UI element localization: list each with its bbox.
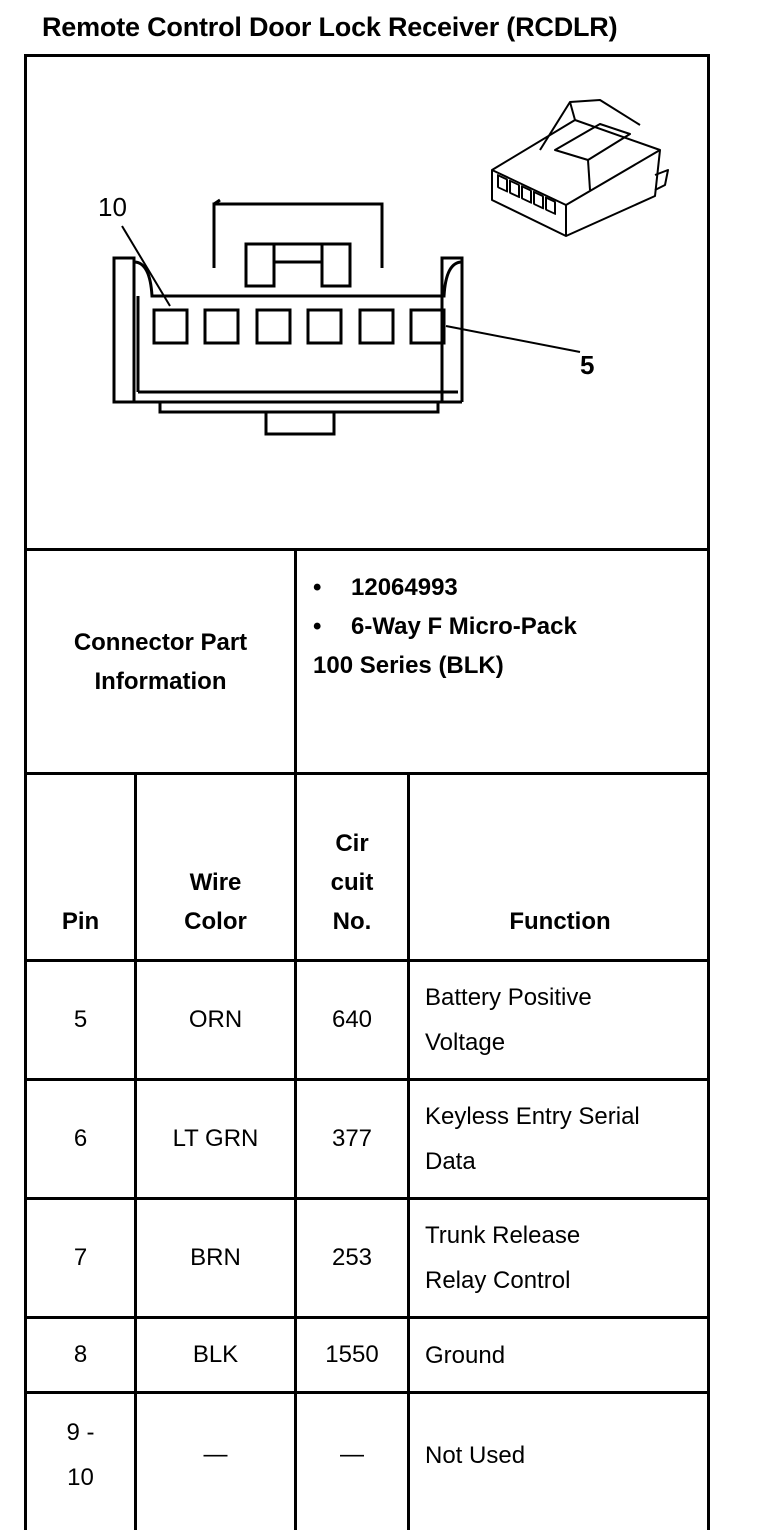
- divider: [24, 959, 710, 962]
- pin-cell: 5: [73, 1006, 88, 1033]
- circuit-cell: —: [340, 1441, 364, 1468]
- connector-face-diagram: 10 5: [98, 99, 669, 436]
- function-cell: Trunk Release Relay Control: [425, 1222, 581, 1294]
- header-function: Function: [509, 908, 611, 935]
- connector-info-item: •6-Way F Micro-Pack: [313, 613, 577, 640]
- function-cell: Ground: [425, 1341, 506, 1369]
- divider: [24, 548, 710, 551]
- function-cell: Keyless Entry Serial Data: [425, 1103, 640, 1175]
- wire-color-cell: LT GRN: [172, 1125, 259, 1152]
- header-wire-color: Wire Color: [184, 869, 247, 935]
- header-circuit-no: Cir cuit No.: [330, 830, 374, 935]
- wire-color-cell: BRN: [190, 1244, 241, 1271]
- header-pin: Pin: [61, 908, 100, 935]
- pin-cell: 7: [73, 1244, 88, 1271]
- divider: [24, 1316, 710, 1319]
- connector-info-extra: 100 Series (BLK): [313, 652, 504, 679]
- divider: [24, 772, 710, 775]
- divider: [407, 772, 410, 1530]
- divider: [24, 1391, 710, 1394]
- circuit-cell: 1550: [325, 1341, 379, 1368]
- divider: [24, 1197, 710, 1200]
- circuit-cell: 377: [331, 1125, 373, 1152]
- connector-info-list: •12064993 •6-Way F Micro-Pack 100 Series…: [313, 568, 577, 685]
- pin-cell: 9 - 10: [66, 1419, 95, 1491]
- connector-table-frame: [24, 54, 710, 1530]
- function-cell: Not Used: [425, 1441, 526, 1469]
- connector-info-item: •12064993: [313, 574, 458, 601]
- page-title: Remote Control Door Lock Receiver (RCDLR…: [42, 12, 618, 42]
- divider: [294, 548, 297, 1530]
- wire-color-cell: BLK: [192, 1341, 239, 1368]
- pin-cell: 6: [73, 1125, 88, 1152]
- connector-info-label: Connector Part Information: [73, 628, 248, 695]
- callout-pin-10: 10: [98, 192, 127, 222]
- function-cell: Battery Positive Voltage: [425, 984, 592, 1056]
- circuit-cell: 253: [331, 1244, 373, 1271]
- divider: [24, 1078, 710, 1081]
- pin-cell: 8: [73, 1341, 88, 1368]
- wire-color-cell: —: [203, 1441, 228, 1468]
- callout-pin-5: 5: [580, 350, 594, 380]
- circuit-cell: 640: [331, 1006, 373, 1033]
- wire-color-cell: ORN: [188, 1006, 243, 1033]
- divider: [134, 772, 137, 1530]
